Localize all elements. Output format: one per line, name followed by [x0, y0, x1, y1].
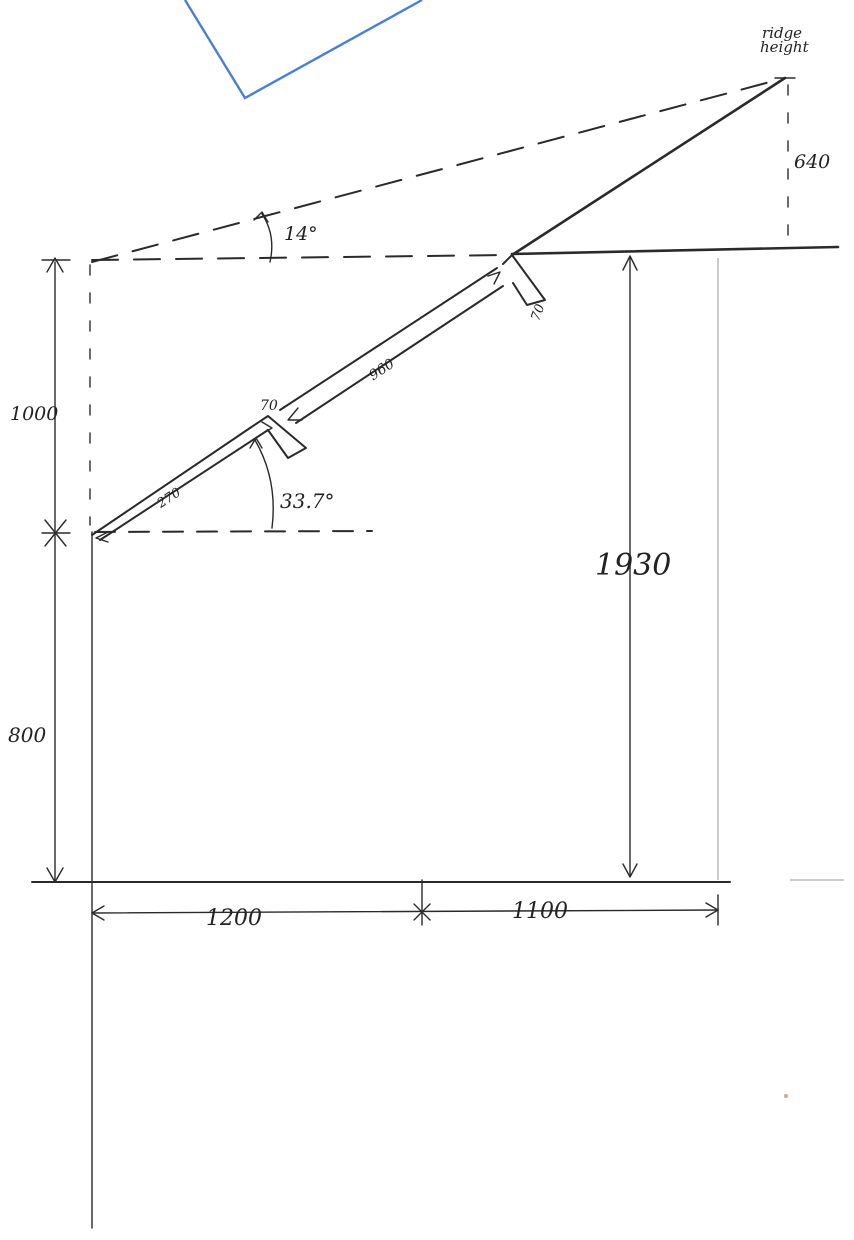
arrow-960-top — [487, 271, 501, 285]
label-33-7: 33.7° — [280, 489, 335, 513]
label-640: 640 — [794, 151, 830, 173]
rafter-upper — [510, 76, 787, 257]
notch-lower — [249, 415, 307, 459]
label-70-top: 70 — [260, 398, 278, 414]
label-70-right: 70 — [529, 302, 549, 323]
angle-14-arc — [261, 213, 273, 263]
arrow-270-top — [261, 421, 273, 435]
notch-upper — [502, 254, 546, 306]
label-14-degree: 14° — [284, 223, 318, 245]
dashed-ridge-line — [91, 77, 786, 263]
angle-33-arrow — [249, 437, 263, 449]
arrow-270-bottom — [95, 531, 109, 543]
dim-left-top-arrow — [46, 257, 64, 273]
dim-1930-bottom-arrow — [622, 863, 638, 878]
label-ridge-line2: height — [760, 38, 810, 56]
angle-14-arrow — [253, 211, 269, 223]
dim-1930-top-arrow — [622, 255, 638, 271]
dim-left-mid-x2 — [44, 519, 67, 547]
label-1100: 1100 — [512, 899, 568, 924]
dim-bottom-line — [91, 909, 719, 914]
angle-33-arc — [254, 439, 274, 529]
dashed-angle-reference — [94, 530, 373, 533]
dim-bottom-mid-x2 — [413, 903, 431, 921]
label-1930: 1930 — [595, 548, 671, 583]
label-1200: 1200 — [206, 906, 262, 931]
label-ridge-line1: ridge — [762, 24, 802, 42]
label-960: 960 — [366, 356, 397, 384]
blue-construction-lines — [183, 0, 423, 100]
red-speck — [784, 1094, 788, 1098]
rafter-mid-b — [295, 285, 504, 424]
label-1000: 1000 — [10, 403, 58, 425]
label-800: 800 — [8, 723, 46, 747]
arrow-960-bottom — [287, 407, 303, 421]
wall-top-line — [510, 245, 840, 256]
rafter-mid-a — [279, 267, 498, 411]
rafter-lower-a — [91, 427, 251, 536]
rafter-lower-b — [99, 429, 269, 541]
dim-bottom-left-arrow — [91, 905, 105, 921]
label-ridge-height: ridge height — [760, 24, 810, 56]
dashed-horizontal-line — [91, 254, 511, 261]
